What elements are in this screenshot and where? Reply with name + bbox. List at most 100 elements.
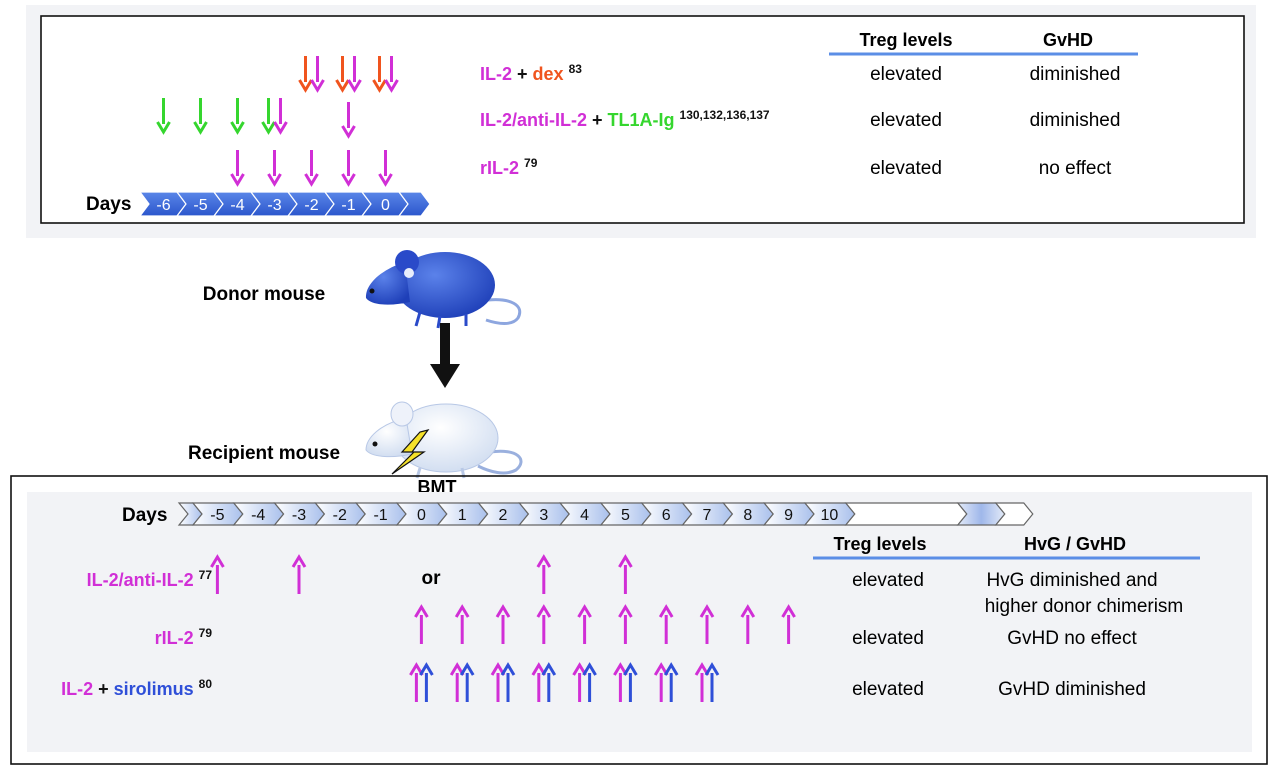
bottom-day-label: 8 xyxy=(743,507,752,524)
il2-dose-arrow xyxy=(536,604,552,644)
reference-number: 77 xyxy=(199,568,213,582)
tl1a-dose-arrow xyxy=(156,98,171,135)
il2-dose-arrow xyxy=(490,662,506,702)
treatment-part: IL-2/anti-IL-2 xyxy=(480,110,587,130)
il2-dose-arrow xyxy=(267,150,282,187)
il2-dose-arrow xyxy=(495,604,511,644)
bottom-panel-background xyxy=(27,492,1252,752)
top-treg-header: Treg levels xyxy=(859,30,952,50)
bottom-treg-value: elevated xyxy=(852,570,924,591)
sirolimus-dose-arrow xyxy=(582,662,597,702)
bottom-effect-header: HvG / GvHD xyxy=(1024,534,1126,554)
top-treg-value: elevated xyxy=(870,64,942,85)
bottom-day-label: 9 xyxy=(784,507,793,524)
bottom-effect-value-line2: higher donor chimerism xyxy=(985,596,1184,617)
recipient-mouse-icon xyxy=(365,401,523,479)
il2-dose-arrow xyxy=(378,150,393,187)
il2-dose-arrow xyxy=(341,102,356,139)
treatment-part: rIL-2 xyxy=(155,628,194,648)
dex-dose-arrow xyxy=(298,56,313,93)
transfer-arrow xyxy=(430,323,460,388)
reference-number: 79 xyxy=(524,156,538,170)
or-label: or xyxy=(422,568,442,589)
bottom-treatment-label: IL-2/anti-IL-2 77 xyxy=(87,568,213,590)
top-timeline-end xyxy=(397,191,431,217)
top-day-label: -2 xyxy=(304,197,318,214)
il2-dose-arrow xyxy=(273,98,288,135)
il2-dose-arrow xyxy=(304,150,319,187)
bottom-treg-header: Treg levels xyxy=(833,534,926,554)
il2-dose-arrow xyxy=(613,662,628,702)
sirolimus-dose-arrow xyxy=(704,662,720,702)
il2-dose-arrow xyxy=(740,604,756,644)
il2-dose-arrow xyxy=(414,604,429,644)
reference-number: 79 xyxy=(199,626,213,640)
il2-dose-arrow xyxy=(618,604,633,644)
top-day-label: -3 xyxy=(267,197,281,214)
il2-dose-arrow xyxy=(310,56,325,93)
il2-dose-arrow xyxy=(291,554,307,594)
il2-dose-arrow xyxy=(384,56,399,93)
top-treg-value: elevated xyxy=(870,110,942,131)
sirolimus-dose-arrow xyxy=(419,662,434,702)
il2-dose-arrow xyxy=(699,604,715,644)
top-effect-value: diminished xyxy=(1030,110,1121,131)
top-column-headers: Treg levels GvHD xyxy=(829,30,1138,56)
il2-dose-arrow xyxy=(536,554,552,594)
treatment-part: IL-2 xyxy=(480,64,512,84)
tl1a-dose-arrow xyxy=(230,98,245,135)
bottom-day-label: -4 xyxy=(251,507,265,524)
treatment-part: IL-2 xyxy=(61,679,93,699)
reference-number: 130,132,136,137 xyxy=(680,108,770,122)
il2-dose-arrow xyxy=(409,662,424,702)
top-days-label: Days xyxy=(86,194,131,215)
il2-dose-arrow xyxy=(618,554,633,594)
bottom-panel-frame xyxy=(10,475,1268,765)
bottom-treg-value: elevated xyxy=(852,679,924,700)
bottom-treatment-rows: IL-2/anti-IL-2 77 elevated HvG diminished a… xyxy=(61,568,1183,700)
bottom-day-label: 3 xyxy=(539,507,548,524)
treatment-part: sirolimus xyxy=(114,679,194,699)
treatment-part: + xyxy=(512,64,533,84)
bottom-treatment-label: rIL-2 79 xyxy=(155,626,213,648)
donor-mouse-group: Donor mouse xyxy=(203,250,522,329)
recipient-mouse-label: Recipient mouse xyxy=(188,443,340,464)
top-dose-arrows xyxy=(156,56,399,187)
sirolimus-dose-arrow xyxy=(663,662,679,702)
bottom-effect-value: GvHD no effect xyxy=(1007,628,1137,649)
bottom-day-label: -1 xyxy=(373,507,387,524)
top-effect-value: no effect xyxy=(1039,158,1112,179)
bottom-day-label: 7 xyxy=(703,507,712,524)
treatment-part: TL1A-Ig xyxy=(608,110,675,130)
sirolimus-dose-arrow xyxy=(623,662,638,702)
recipient-mouse-group: Recipient mouse BMT xyxy=(188,401,523,497)
sirolimus-dose-arrow xyxy=(500,662,516,702)
top-day-label: -1 xyxy=(341,197,355,214)
top-day-label: 0 xyxy=(381,197,390,214)
top-gvhd-header: GvHD xyxy=(1043,30,1093,50)
bottom-day-label: 10 xyxy=(821,507,839,524)
il2-dose-arrow xyxy=(347,56,362,93)
tl1a-dose-arrow xyxy=(261,98,276,135)
reference-number: 80 xyxy=(199,677,213,691)
il2-dose-arrow xyxy=(531,662,547,702)
bottom-effect-value: HvG diminished and xyxy=(986,570,1157,591)
top-day-label: -5 xyxy=(193,197,207,214)
bottom-days-label: Days xyxy=(122,505,167,526)
il2-dose-arrow xyxy=(449,662,465,702)
treatment-part: + xyxy=(93,679,114,699)
bottom-treg-value: elevated xyxy=(852,628,924,649)
treatment-part: IL-2/anti-IL-2 xyxy=(87,570,194,590)
il2-dose-arrow xyxy=(694,662,710,702)
top-day-label: -4 xyxy=(230,197,244,214)
bottom-day-label: 2 xyxy=(499,507,508,524)
tl1a-dose-arrow xyxy=(193,98,208,135)
il2-dose-arrow xyxy=(577,604,592,644)
